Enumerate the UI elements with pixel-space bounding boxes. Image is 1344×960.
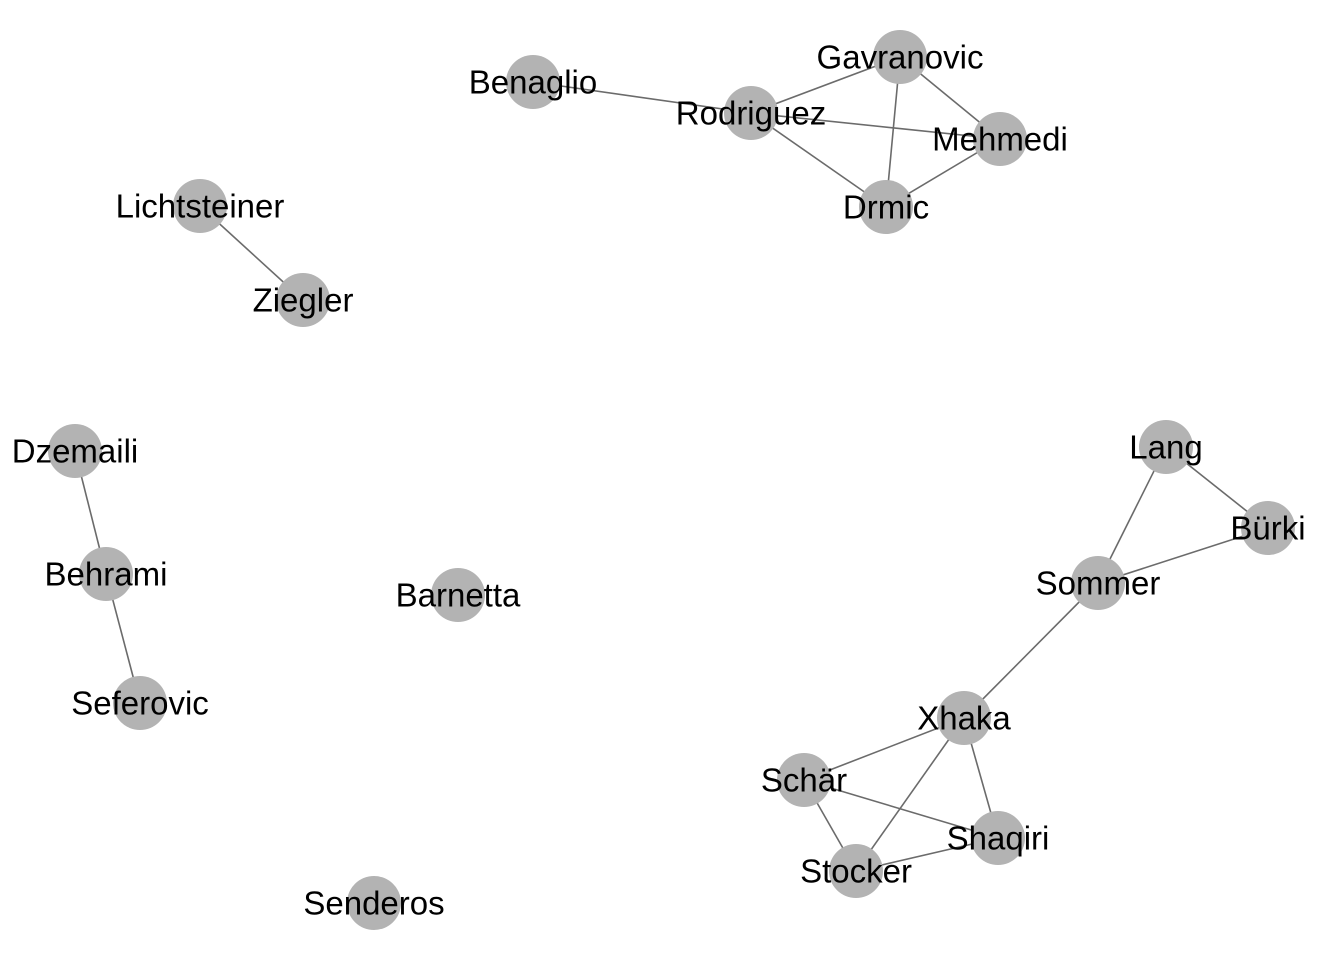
node-label-senderos: Senderos [303, 885, 444, 922]
node-drmic: Drmic [843, 180, 929, 234]
edge-xhaka-stocker [855, 717, 965, 872]
node-label-lichtsteiner: Lichtsteiner [116, 188, 285, 225]
node-dzemaili: Dzemaili [12, 424, 139, 478]
node-label-rodriguez: Rodriguez [676, 95, 826, 132]
node-senderos: Senderos [303, 876, 445, 930]
node-mehmedi: Mehmedi [932, 112, 1068, 166]
node-rodriguez: Rodriguez [676, 86, 826, 140]
node-label-dzemaili: Dzemaili [12, 433, 139, 470]
node-circle-shaqiri [971, 811, 1025, 865]
node-lang: Lang [1129, 420, 1203, 474]
edges-layer [74, 56, 1269, 872]
node-circle-burki [1241, 501, 1295, 555]
node-label-gavranovic: Gavranovic [817, 39, 984, 76]
node-circle-rodriguez [724, 86, 778, 140]
edge-rodriguez-mehmedi [750, 112, 1001, 140]
node-label-stocker: Stocker [800, 853, 912, 890]
node-circle-schar [777, 753, 831, 807]
node-circle-sommer [1071, 556, 1125, 610]
node-shaqiri: Shaqiri [947, 811, 1050, 865]
edge-xhaka-schar [803, 717, 965, 781]
edge-schar-shaqiri [803, 779, 999, 839]
node-label-burki: Bürki [1230, 510, 1305, 547]
edge-benaglio-rodriguez [532, 81, 752, 114]
node-label-lang: Lang [1129, 429, 1202, 466]
node-circle-lang [1139, 420, 1193, 474]
node-label-seferovic: Seferovic [71, 685, 209, 722]
node-circle-benaglio [506, 55, 560, 109]
node-sommer: Sommer [1036, 556, 1161, 610]
node-stocker: Stocker [800, 844, 912, 898]
node-label-sommer: Sommer [1036, 565, 1161, 602]
node-label-behrami: Behrami [45, 556, 168, 593]
node-label-shaqiri: Shaqiri [947, 820, 1050, 857]
node-circle-seferovic [113, 676, 167, 730]
node-barnetta: Barnetta [396, 568, 521, 622]
edge-rodriguez-drmic [750, 112, 887, 208]
node-lichtsteiner: Lichtsteiner [116, 179, 285, 233]
node-behrami: Behrami [45, 547, 168, 601]
node-label-barnetta: Barnetta [396, 577, 521, 614]
node-burki: Bürki [1230, 501, 1306, 555]
node-gavranovic: Gavranovic [817, 30, 984, 84]
nodes-layer: BenaglioRodriguezGavranovicMehmediDrmicL… [12, 30, 1306, 930]
node-circle-gavranovic [873, 30, 927, 84]
node-xhaka: Xhaka [917, 691, 1011, 745]
node-label-xhaka: Xhaka [917, 700, 1011, 737]
node-circle-dzemaili [48, 424, 102, 478]
edge-sommer-xhaka [963, 582, 1099, 719]
node-circle-lichtsteiner [173, 179, 227, 233]
node-circle-ziegler [276, 273, 330, 327]
node-seferovic: Seferovic [71, 676, 209, 730]
node-label-schar: Schär [761, 762, 847, 799]
node-circle-senderos [347, 876, 401, 930]
node-label-drmic: Drmic [843, 189, 929, 226]
node-circle-barnetta [431, 568, 485, 622]
node-label-ziegler: Ziegler [253, 282, 354, 319]
node-schar: Schär [761, 753, 847, 807]
node-label-mehmedi: Mehmedi [932, 121, 1068, 158]
node-ziegler: Ziegler [253, 273, 354, 327]
node-label-benaglio: Benaglio [469, 64, 597, 101]
node-circle-stocker [829, 844, 883, 898]
node-circle-mehmedi [973, 112, 1027, 166]
edge-burki-sommer [1097, 527, 1269, 584]
node-benaglio: Benaglio [469, 55, 597, 109]
node-circle-drmic [859, 180, 913, 234]
node-circle-behrami [79, 547, 133, 601]
node-circle-xhaka [937, 691, 991, 745]
